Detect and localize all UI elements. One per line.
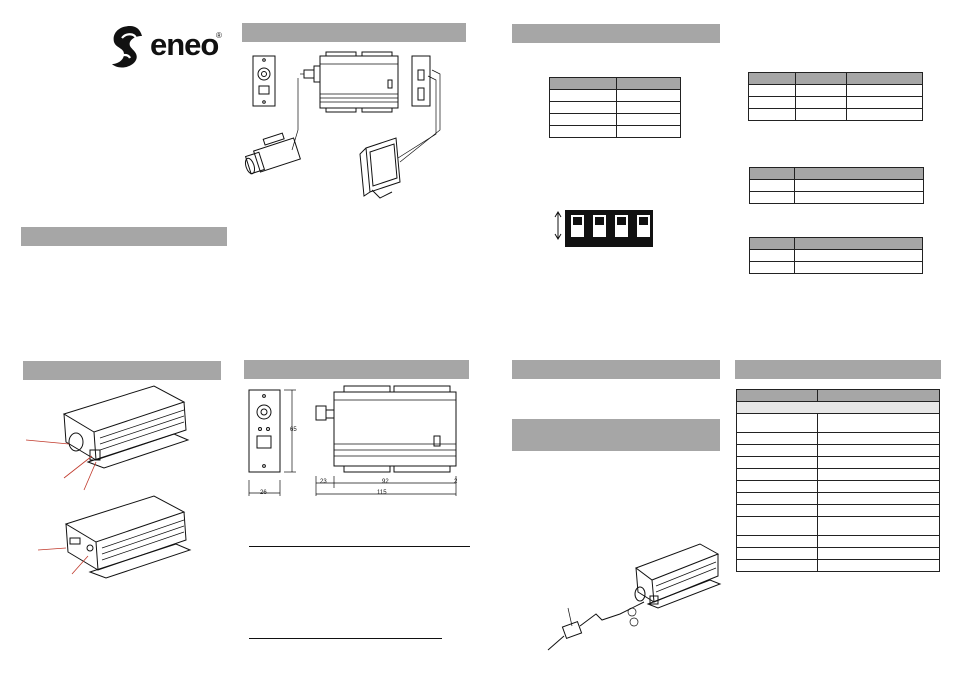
section-bar-3 (512, 24, 720, 43)
section-bar-8 (735, 360, 941, 379)
connection-diagram (244, 51, 441, 199)
brand-logo-mark-icon (112, 26, 142, 68)
brand-reg-mark: ® (216, 31, 222, 40)
settings-table-3 (749, 167, 924, 204)
section-bar-6 (512, 360, 720, 379)
dim-tail: 2 (454, 479, 458, 485)
dim-width-front: 26 (260, 490, 267, 496)
device-overview-diagram (25, 385, 192, 579)
section-bar-7 (512, 419, 720, 451)
section-bar-5 (244, 360, 469, 379)
section-bar-1 (21, 227, 227, 246)
dim-height: 65 (290, 427, 297, 433)
dimension-drawing (248, 385, 457, 496)
dim-connector: 23 (320, 479, 327, 485)
settings-table-2 (748, 72, 923, 121)
dim-total: 115 (377, 490, 387, 496)
power-connection-diagram (547, 543, 722, 651)
separator-line-1 (249, 546, 470, 547)
section-bar-2 (242, 23, 466, 42)
technical-data-table (736, 389, 940, 572)
separator-line-2 (249, 638, 442, 639)
section-bar-4 (23, 361, 221, 380)
dip-switch-diagram (554, 210, 653, 247)
brand-name: eneo (150, 27, 219, 62)
dim-body: 92 (382, 479, 389, 485)
settings-table-4 (749, 237, 923, 274)
settings-table-1 (549, 77, 681, 138)
